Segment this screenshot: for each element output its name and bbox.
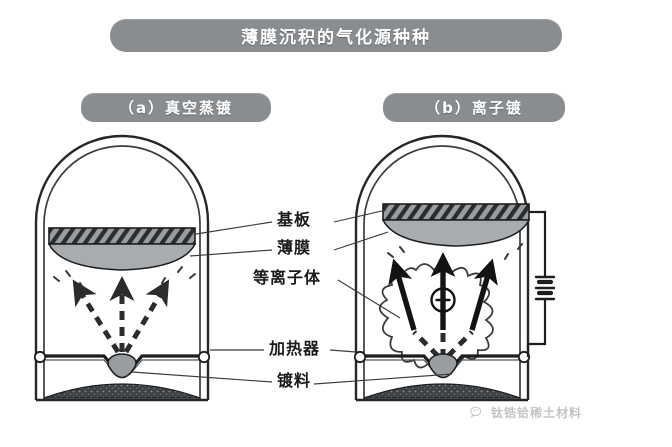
chamber-wall-inner-b bbox=[363, 145, 521, 400]
leader-substrate-a bbox=[195, 221, 273, 235]
leader-heater-b bbox=[329, 349, 357, 353]
watermark-text: 钛锆铪稀土材料 bbox=[491, 406, 583, 420]
thin-film-a bbox=[47, 243, 197, 271]
leader-film-a bbox=[189, 249, 273, 257]
label-heater: 加热器 bbox=[269, 339, 321, 358]
panel-b-subtitle: （b）离子镀 bbox=[383, 93, 565, 122]
wechat-icon bbox=[470, 406, 482, 418]
thin-film-b bbox=[381, 219, 531, 247]
vapor-arrows-a bbox=[72, 276, 170, 354]
heater-terminal-left-a bbox=[33, 350, 47, 364]
chamber-wall-inner-a bbox=[43, 145, 201, 400]
label-plasma: 等离子体 bbox=[253, 268, 322, 287]
leader-material-a bbox=[131, 371, 273, 383]
watermark: 钛锆铪稀土材料 bbox=[470, 404, 582, 421]
chamber-wall-outer-a bbox=[34, 134, 210, 400]
leader-material-b bbox=[313, 373, 453, 385]
vapor-speckles-b bbox=[387, 243, 523, 260]
leader-film-b bbox=[333, 231, 389, 251]
power-supply-circuit-b bbox=[526, 210, 556, 357]
circuit-wire-top-b bbox=[529, 210, 547, 276]
deposit-material-a bbox=[43, 383, 201, 399]
panel-a-subtitle: （a）真空蒸镀 bbox=[81, 93, 271, 122]
leader-substrate-b bbox=[333, 209, 387, 223]
label-plating-material: 镀料 bbox=[277, 371, 312, 390]
crucible-cup-a bbox=[107, 364, 137, 379]
circuit-wire-bottom-b bbox=[526, 300, 547, 357]
battery-icon bbox=[534, 275, 556, 301]
chamber-wall-outer-b bbox=[354, 134, 530, 400]
page-title: 薄膜沉积的气化源种种 bbox=[110, 19, 562, 52]
panel-b-chamber bbox=[353, 134, 556, 402]
panel-a-chamber bbox=[33, 134, 211, 402]
label-leader-lines bbox=[131, 209, 453, 385]
label-thin-film: 薄膜 bbox=[277, 238, 312, 257]
heater-terminal-right-a bbox=[197, 350, 211, 364]
substrate-plate-a bbox=[48, 227, 196, 245]
ion-arrows-b bbox=[388, 252, 498, 331]
label-substrate: 基板 bbox=[277, 210, 312, 229]
heater-terminal-left-b bbox=[353, 350, 367, 364]
heater-terminal-right-b bbox=[517, 350, 531, 364]
leader-plasma-b bbox=[337, 279, 401, 319]
substrate-plate-b bbox=[382, 203, 530, 221]
deposit-material-b bbox=[363, 383, 521, 399]
